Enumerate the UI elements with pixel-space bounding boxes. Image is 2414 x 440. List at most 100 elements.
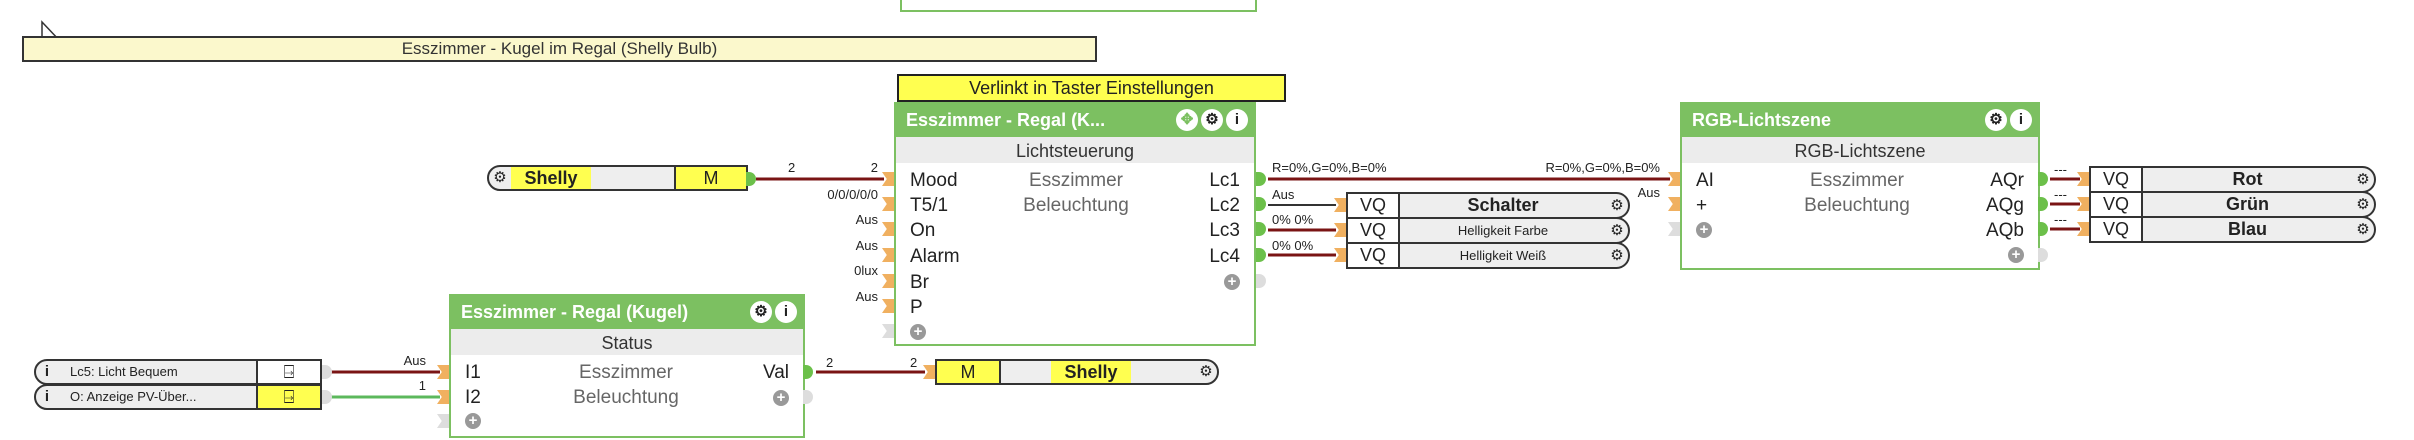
gear-icon[interactable]: ⚙ [1985, 109, 2007, 131]
port-lc3[interactable] [1256, 222, 1266, 236]
gear-icon[interactable]: ⚙ [1610, 197, 1624, 214]
move-icon[interactable]: ✥ [1176, 109, 1198, 131]
input-t5-1[interactable]: T5/1 [910, 195, 949, 216]
port-on[interactable] [882, 222, 894, 236]
port-empty[interactable] [882, 324, 894, 338]
port-alarm[interactable] [882, 248, 894, 262]
input-p[interactable]: P [910, 297, 923, 318]
gear-icon[interactable]: ⚙ [2356, 196, 2370, 213]
add-output-icon[interactable]: + [2008, 247, 2024, 263]
add-input-icon[interactable]: + [910, 324, 926, 340]
gear-icon[interactable]: ⚙ [1199, 363, 1213, 380]
shelly-input-port[interactable] [746, 172, 756, 186]
shelly-output-mode: M [937, 361, 1001, 383]
port-empty[interactable] [437, 414, 449, 428]
info-icon[interactable]: i [2010, 109, 2032, 131]
input-i1[interactable]: I1 [465, 362, 481, 383]
port-blau[interactable] [2077, 222, 2089, 236]
exit-icon[interactable]: ⍈ [256, 386, 320, 408]
port-p[interactable] [882, 299, 894, 313]
gear-icon[interactable]: ⚙ [2356, 171, 2370, 188]
input-alarm[interactable]: Alarm [910, 246, 960, 267]
output-lc4[interactable]: Lc4 [1209, 246, 1240, 267]
port-empty[interactable] [1668, 222, 1680, 236]
output-val[interactable]: Val [762, 362, 789, 383]
value-plus: Aus [1637, 185, 1660, 200]
vq-name: Schalter [1467, 195, 1539, 215]
info-icon[interactable]: i [44, 363, 50, 380]
port-mood[interactable] [882, 172, 894, 186]
add-input-icon[interactable]: + [1696, 222, 1712, 238]
port-lc1[interactable] [1256, 172, 1266, 186]
port-lc4[interactable] [1256, 248, 1266, 262]
shelly-input-node[interactable]: ⚙ Shelly M [487, 165, 748, 191]
gear-icon[interactable]: ⚙ [1610, 222, 1624, 239]
port-aqb[interactable] [2038, 222, 2048, 236]
input-mood[interactable]: Mood [910, 170, 958, 191]
output-aqg[interactable]: AQg [1985, 195, 2024, 216]
port-aqr[interactable] [2038, 172, 2048, 186]
output-lc1[interactable]: Lc1 [1209, 170, 1240, 191]
port-i1[interactable] [437, 365, 449, 379]
port-left-2[interactable] [322, 390, 332, 404]
port-shelly-out[interactable] [923, 365, 935, 379]
info-icon[interactable]: i [775, 301, 797, 323]
lichtsteuerung-block[interactable]: Esszimmer - Regal (K... ✥⚙i Lichtsteueru… [894, 102, 1256, 346]
port-br[interactable] [882, 274, 894, 288]
add-output-icon[interactable]: + [1224, 274, 1240, 290]
link-label[interactable]: Verlinkt in Taster Einstellungen [897, 74, 1286, 102]
rgb-lichtszene-block[interactable]: RGB-Lichtszene ⚙i RGB-Lichtszene AI + + … [1680, 102, 2040, 270]
block-desc-1: Esszimmer [579, 362, 673, 383]
gear-icon[interactable]: ⚙ [1610, 247, 1624, 264]
port-empty[interactable] [803, 390, 813, 404]
partial-block-top[interactable] [900, 0, 1257, 12]
port-aqg[interactable] [2038, 197, 2048, 211]
gear-icon[interactable]: ⚙ [750, 301, 772, 323]
output-aqb[interactable]: AQb [1985, 220, 2024, 241]
add-input-icon[interactable]: + [465, 413, 481, 429]
input-i2[interactable]: I2 [465, 387, 481, 408]
left-input-licht-bequem[interactable]: i Lc5: Licht Bequem ⍈ [34, 359, 322, 385]
port-rot[interactable] [2077, 172, 2089, 186]
port-empty[interactable] [2038, 248, 2048, 262]
input-on[interactable]: On [910, 220, 936, 241]
info-icon[interactable]: i [44, 388, 50, 405]
port-weiss[interactable] [1334, 248, 1346, 262]
exit-icon[interactable]: ⍈ [256, 361, 320, 383]
port-t5-1[interactable] [882, 197, 894, 211]
shelly-output-node[interactable]: M Shelly ⚙ [935, 359, 1219, 385]
port-empty[interactable] [1256, 274, 1266, 288]
left-input-pv-anzeige[interactable]: i O: Anzeige PV-Über... ⍈ [34, 384, 322, 410]
port-plus[interactable] [1668, 197, 1680, 211]
comment-bar[interactable]: Esszimmer - Kugel im Regal (Shelly Bulb) [22, 36, 1097, 62]
port-schalter[interactable] [1334, 198, 1346, 212]
port-left-1[interactable] [322, 365, 332, 379]
port-gruen[interactable] [2077, 197, 2089, 211]
gear-icon[interactable]: ⚙ [493, 169, 507, 186]
input-plus[interactable]: + [1696, 195, 1708, 216]
port-farbe[interactable] [1334, 223, 1346, 237]
gear-icon[interactable]: ⚙ [2356, 221, 2370, 238]
output-lc2[interactable]: Lc2 [1209, 195, 1240, 216]
port-val[interactable] [803, 365, 813, 379]
gear-icon[interactable]: ⚙ [1201, 109, 1223, 131]
block-subtitle: RGB-Lichtszene [1682, 137, 2038, 163]
input-ai[interactable]: AI [1696, 170, 1714, 191]
input-br[interactable]: Br [910, 272, 929, 293]
port-i2[interactable] [437, 390, 449, 404]
block-title: Esszimmer - Regal (Kugel) [461, 302, 689, 322]
port-lc2[interactable] [1256, 197, 1266, 211]
output-aqr[interactable]: AQr [1990, 170, 2024, 191]
kugel-status-block[interactable]: Esszimmer - Regal (Kugel) ⚙i Status I1 I… [449, 294, 805, 438]
port-ai[interactable] [1668, 172, 1680, 186]
add-output-icon[interactable]: + [773, 390, 789, 406]
output-lc3[interactable]: Lc3 [1209, 220, 1240, 241]
info-icon[interactable]: i [1226, 109, 1248, 131]
